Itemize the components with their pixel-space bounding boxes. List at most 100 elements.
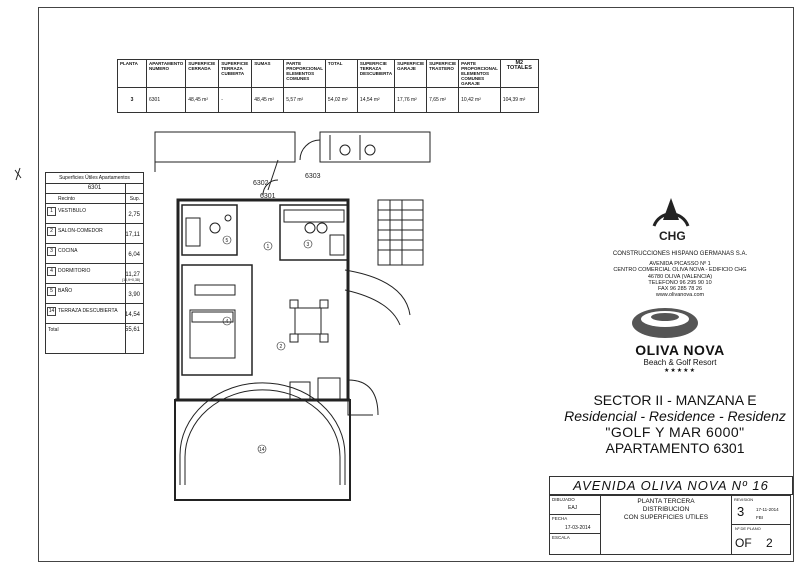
utiles-title: Superficies Útiles Apartamentos	[46, 173, 143, 184]
unit-label-6301: 6301	[260, 193, 276, 200]
revision-date: 17-11-2014	[756, 507, 779, 512]
room-marker-5: 5	[226, 238, 229, 244]
chg-logo-text: CHG	[659, 229, 686, 243]
summary-header-cell: PARTE PROPORCIONAL ELEMENTOS COMUNES GAR…	[458, 59, 501, 88]
utiles-apartment: 6301	[46, 184, 143, 194]
project-apartment: APARTAMENTO 6301	[605, 440, 745, 456]
summary-header-cell: SUMAS	[251, 59, 285, 88]
tb-escala: ESCALA	[549, 533, 601, 555]
project-residence: Residencial - Residence - Residenz	[564, 408, 786, 424]
summary-value-cell: 104,39 m²	[499, 87, 539, 113]
room-name: VESTIBULO	[58, 208, 87, 214]
room-number: 1	[47, 207, 56, 216]
revision-number: 3	[737, 504, 745, 519]
room-name: DORMITORIO	[58, 268, 91, 274]
room-marker-1: 1	[267, 244, 270, 250]
superficies-utiles-table: Superficies Útiles Apartamentos 6301 Rec…	[45, 172, 144, 354]
title-description-line: DISTRIBUCION	[642, 506, 690, 513]
room-marker-2: 2	[280, 344, 283, 350]
brand-subtitle: Beach & Golf Resort	[643, 358, 717, 367]
summary-header-cell: SUPERFICIE CERRADA	[185, 59, 220, 88]
summary-value-cell: 14,54 m²	[356, 87, 396, 113]
room-area: 14,54	[124, 312, 140, 318]
room-number: 2	[47, 227, 56, 236]
title-description-line: CON SUPERFICIES UTILES	[623, 514, 709, 521]
summary-value-cell: 48,45 m²	[251, 87, 285, 113]
plan-mark	[14, 167, 22, 181]
room-area: 6,04	[128, 252, 140, 258]
col-sup: Sup.	[129, 196, 140, 202]
summary-value-cell: 10,42 m²	[458, 87, 501, 113]
dibujado-label: DIBUJADO	[552, 497, 575, 502]
room-number: 14	[47, 307, 56, 316]
tb-dibujado: DIBUJADO EAJ	[549, 495, 601, 515]
company-name: CONSTRUCCIONES HISPANO GERMANAS S.A.	[612, 251, 748, 257]
room-marker-3: 3	[307, 242, 310, 248]
tb-fecha: FECHA 17-03-2014	[549, 514, 601, 534]
project-sector: SECTOR II - MANZANA E	[593, 392, 757, 408]
room-marker-14: 14	[259, 447, 265, 453]
room-name: SALON-COMEDOR	[58, 228, 103, 234]
column-divider	[125, 183, 126, 353]
company-address-line: www.olivanova.com	[655, 292, 705, 299]
plano-code: OF	[735, 536, 752, 550]
brand-name: OLIVA NOVA	[635, 342, 725, 358]
dibujado-value: EAJ	[568, 505, 578, 511]
street-banner: AVENIDA OLIVA NOVA Nº 16	[549, 476, 793, 495]
company-address-line: CENTRO COMERCIAL OLIVA NOVA - EDIFICIO C…	[613, 267, 747, 274]
summary-header-cell: APARTAMENTO NUMERO	[145, 59, 187, 88]
fecha-label: FECHA	[552, 516, 568, 521]
room-area: 3,90	[128, 292, 140, 298]
room-number: 5	[47, 287, 56, 296]
project-name: "GOLF Y MAR 6000"	[605, 424, 745, 440]
total-value: 55,61	[124, 327, 140, 333]
company-address-line: TELEFONO 96 295 90 10	[648, 279, 712, 286]
revision-label: REVISION	[734, 497, 754, 502]
chg-logo: CHG	[652, 198, 690, 243]
room-area: 11,27	[125, 272, 140, 278]
revision-by: FBI	[756, 515, 764, 520]
drawing-sheet-border	[38, 7, 794, 562]
brand-stars: ★★★★★	[664, 368, 696, 374]
col-recinto: Recinto	[58, 196, 75, 202]
unit-label-6302: 6302	[253, 180, 269, 187]
tb-plano: Nº DE PLANO OF 2	[731, 524, 791, 555]
summary-value-cell: -	[218, 87, 253, 113]
room-number: 4	[47, 267, 56, 276]
summary-header-cell: SUPERFICIE GARAJE	[394, 59, 428, 88]
room-area: 17,11	[125, 232, 140, 238]
plano-label: Nº DE PLANO	[735, 526, 761, 531]
fecha-value: 17-03-2014	[565, 525, 591, 531]
room-area-breakdown: (10,9+0,38)	[122, 278, 140, 282]
room-name: COCINA	[58, 248, 78, 254]
unit-label-6303: 6303	[305, 173, 321, 180]
company-address-line: 46780 OLIVA (VALENCIA)	[647, 273, 713, 280]
tb-revision: REVISION 3 17-11-2014 FBI	[731, 495, 791, 525]
room-name: BAÑO	[58, 288, 73, 294]
room-area: 2,75	[128, 212, 140, 218]
summary-value-cell: 5,57 m²	[283, 87, 326, 113]
summary-value-cell: 54,02 m²	[324, 87, 358, 113]
plano-number: 2	[766, 536, 773, 550]
room-marker-4: 4	[226, 319, 229, 325]
summary-header-cell: M2 TOTALES	[499, 59, 539, 88]
summary-value-cell: 7,65 m²	[426, 87, 460, 113]
summary-header-cell: PARTE PROPORCIONAL ELEMENTOS COMUNES	[283, 59, 326, 88]
company-address-line: AVENIDA PICASSO Nº 1	[649, 261, 711, 267]
room-name: TERRAZA DESCUBIERTA	[58, 308, 118, 314]
summary-header-cell: SUPERFICIE TERRAZA DESCUBIERTA	[356, 59, 396, 88]
company-address-line: FAX 96 285 78 26	[657, 286, 703, 293]
room-number: 3	[47, 247, 56, 256]
oliva-nova-logo	[632, 308, 698, 338]
summary-value-cell: 6301	[145, 87, 187, 113]
